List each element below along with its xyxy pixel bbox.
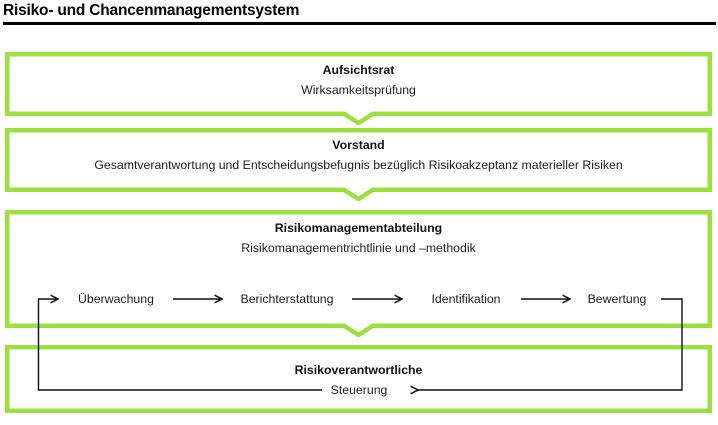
level-box-risikoverantwortliche-frame xyxy=(5,345,712,413)
page-title: Risiko- und Chancenmanagementsystem xyxy=(3,2,300,19)
flow-return-label-steuerung: Steuerung xyxy=(324,383,394,397)
level-box-risikomanagementabteilung: Risikomanagementabteilung Risikomanageme… xyxy=(5,210,712,337)
level-box-aufsichtsrat: Aufsichtsrat Wirksamkeitsprüfung xyxy=(5,52,712,125)
flow-step-berichterstattung: Berichterstattung xyxy=(240,292,334,306)
flow-step-ueberwachung: Überwachung xyxy=(78,292,154,306)
level-box-aufsichtsrat-frame xyxy=(5,52,712,125)
level-box-vorstand-frame xyxy=(5,128,712,201)
level-box-risikomanagementabteilung-frame xyxy=(5,210,712,337)
level-box-risikoverantwortliche: Risikoverantwortliche xyxy=(5,345,712,413)
flow-step-bewertung: Bewertung xyxy=(587,292,647,306)
level-box-vorstand: Vorstand Gesamtverantwortung und Entsche… xyxy=(5,128,712,201)
title-divider xyxy=(3,22,716,25)
flow-step-identifikation: Identifikation xyxy=(431,292,501,306)
